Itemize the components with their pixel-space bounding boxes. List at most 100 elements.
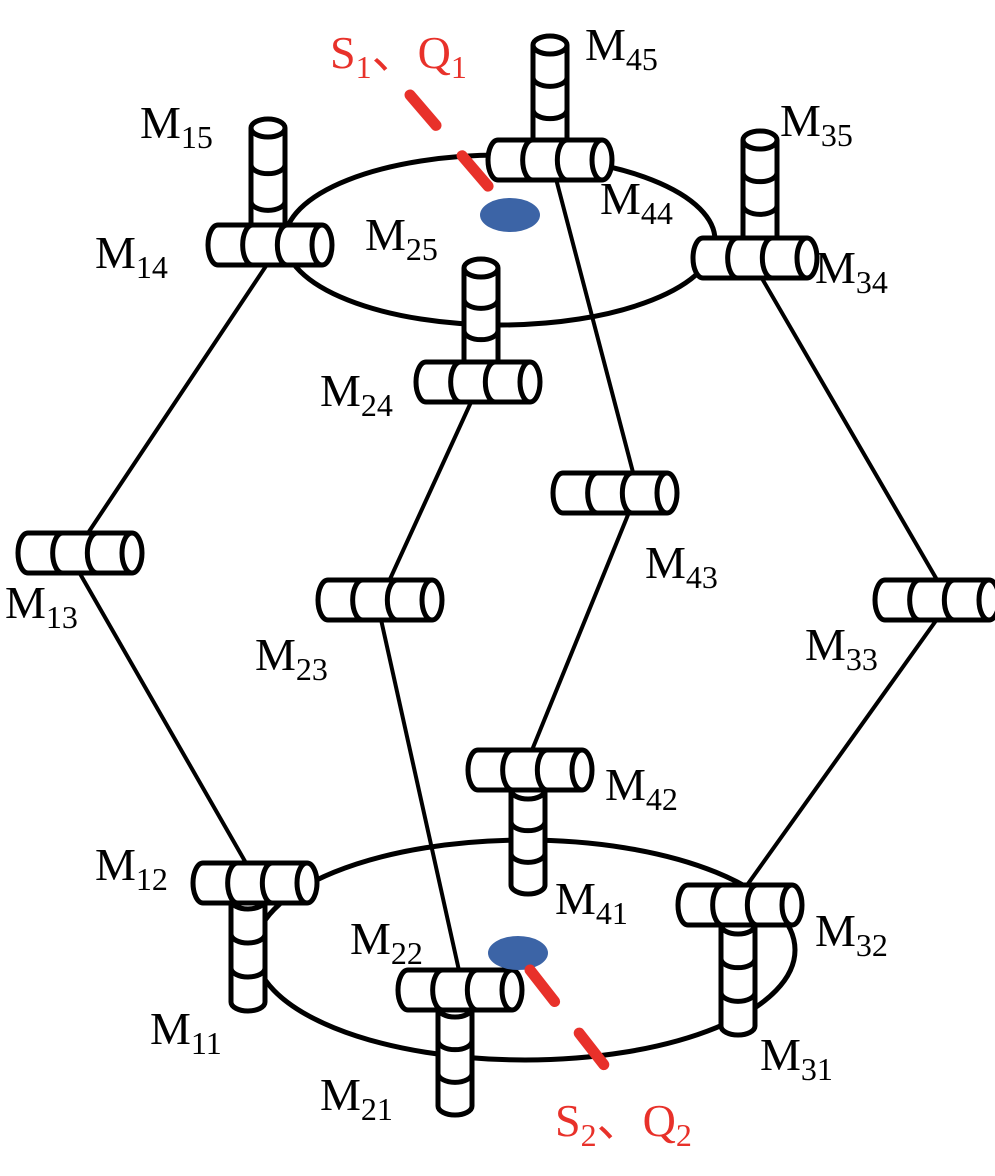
cylinder-cap: [517, 359, 543, 405]
cylinder-segment: [554, 137, 568, 183]
cylinder-body: [872, 577, 989, 623]
cylinder-body: [205, 222, 322, 268]
label-m23: M23: [255, 629, 328, 687]
cylinder-body: [465, 747, 582, 793]
cylinder-cap: [530, 33, 570, 57]
bottom-center-node: [488, 936, 548, 970]
cylinder-segment: [759, 235, 773, 281]
cylinder-segment: [240, 222, 254, 268]
m25-vertical-module: [461, 256, 501, 374]
m22-horizontal-module: [395, 967, 525, 1013]
label-m15: M15: [140, 97, 213, 155]
cylinder-body: [508, 790, 548, 897]
label-m43: M43: [645, 537, 718, 595]
label-s2-q2: S2、Q2: [555, 1095, 692, 1153]
cylinder-segment: [744, 882, 758, 928]
link-line: [73, 564, 252, 871]
m32-horizontal-module: [675, 882, 805, 928]
label-m14: M14: [95, 227, 168, 285]
cylinder-segment: [710, 882, 724, 928]
source-line-bottom: [524, 964, 628, 1094]
cylinder-body: [740, 140, 780, 250]
m13-horizontal-module: [15, 530, 145, 576]
cylinder-body: [530, 45, 570, 154]
cylinder-segment: [508, 821, 548, 834]
cylinder-segment: [430, 967, 444, 1013]
link-line: [738, 613, 942, 897]
label-m13: M13: [5, 577, 78, 635]
cylinder-body: [435, 1008, 475, 1118]
cylinder-segment: [740, 204, 780, 217]
label-m35: M35: [780, 95, 853, 153]
label-m21: M21: [320, 1069, 393, 1127]
label-m41: M41: [555, 873, 628, 931]
cylinder-segment: [435, 1072, 475, 1085]
cylinder-body: [485, 137, 602, 183]
cylinder-body: [228, 900, 268, 1014]
cylinder-body: [461, 268, 501, 374]
m21-vertical-module: [435, 996, 475, 1118]
cylinder-segment: [84, 530, 98, 576]
cylinder-body: [395, 967, 512, 1013]
m42-horizontal-module: [465, 747, 595, 793]
cylinder-segment: [530, 109, 570, 122]
link-line: [758, 273, 942, 587]
label-m45: M45: [585, 19, 658, 77]
cylinder-segment: [530, 76, 570, 89]
m14-horizontal-module: [205, 222, 335, 268]
label-m24: M24: [320, 365, 393, 423]
label-m32: M32: [815, 905, 888, 963]
cylinder-segment: [500, 747, 514, 793]
label-m31: M31: [760, 1029, 833, 1087]
label-m11: M11: [150, 1003, 222, 1061]
m43-horizontal-module: [550, 470, 680, 516]
cylinder-segment: [508, 852, 548, 865]
cylinder-body: [15, 530, 132, 576]
cylinder-segment: [482, 359, 496, 405]
m45-vertical-module: [530, 33, 570, 154]
source-line-top: [404, 89, 506, 206]
cylinder-cap: [419, 577, 445, 623]
cylinder-segment: [619, 470, 633, 516]
cylinder-cap: [461, 256, 501, 280]
link-line: [383, 399, 474, 591]
cylinder-segment: [464, 967, 478, 1013]
label-m12: M12: [95, 839, 168, 897]
cylinder-cap: [248, 116, 288, 140]
link-line: [528, 504, 634, 756]
cylinder-segment: [259, 860, 273, 906]
link-line: [553, 174, 637, 481]
cylinder-body: [550, 470, 667, 516]
cylinder-cap: [309, 222, 335, 268]
cylinder-segment: [274, 222, 288, 268]
cylinder-cap: [794, 235, 820, 281]
cylinder-segment: [350, 577, 364, 623]
cylinder-body: [718, 925, 758, 1038]
cylinder-segment: [585, 470, 599, 516]
cylinder-segment: [448, 359, 462, 405]
cylinder-cap: [654, 470, 680, 516]
link-line: [378, 614, 462, 976]
label-m34: M34: [815, 242, 888, 300]
label-m25: M25: [365, 209, 438, 267]
link-line: [78, 258, 272, 547]
cylinder-segment: [718, 991, 758, 1004]
m44-horizontal-module: [485, 137, 615, 183]
label-m33: M33: [805, 619, 878, 677]
m41-vertical-module: [508, 778, 548, 897]
cylinder-segment: [228, 967, 268, 980]
cylinder-cap: [976, 577, 995, 623]
cylinder-segment: [461, 330, 501, 343]
cylinder-segment: [520, 137, 534, 183]
cylinder-segment: [228, 933, 268, 946]
cylinder-body: [675, 882, 792, 928]
cylinder-segment: [725, 235, 739, 281]
cylinder-cap: [569, 747, 595, 793]
cylinder-segment: [248, 164, 288, 177]
cylinder-cap: [779, 882, 805, 928]
cylinder-segment: [534, 747, 548, 793]
cylinder-segment: [718, 958, 758, 971]
cylinder-segment: [907, 577, 921, 623]
